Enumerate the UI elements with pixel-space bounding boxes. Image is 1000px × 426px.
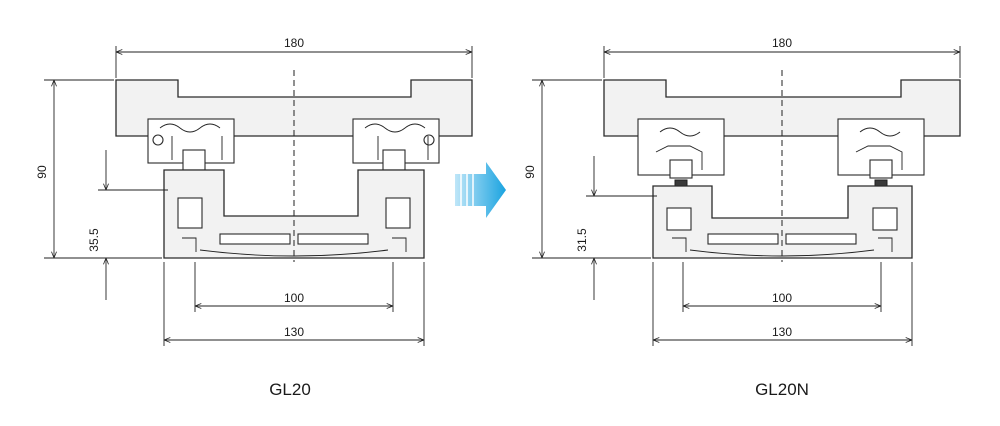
slot-right [385, 197, 411, 229]
dim-rail-height-n: 31.5 [575, 228, 589, 252]
slot-left-n [666, 207, 692, 231]
rib-1 [219, 233, 291, 245]
dim-height-n: 90 [523, 165, 537, 179]
dim-height: 90 [35, 165, 49, 179]
dim-outer-width: 130 [284, 325, 304, 339]
rail-right [382, 149, 406, 171]
rib-2-n [785, 233, 857, 245]
diagram-gl20n: 180 90 31.5 100 130 GL20N [523, 36, 961, 399]
rib-2 [297, 233, 369, 245]
caption-gl20: GL20 [269, 380, 311, 399]
dim-top-width-n: 180 [772, 36, 792, 50]
slot-left [177, 197, 203, 229]
dim-outer-width-n: 130 [772, 325, 792, 339]
right-arrow-icon [455, 162, 506, 218]
rib-1-n [707, 233, 779, 245]
rail-left-n [669, 159, 693, 179]
dim-top-width: 180 [284, 36, 304, 50]
dim-rail-height: 35.5 [87, 228, 101, 252]
caption-gl20n: GL20N [755, 380, 809, 399]
rail-left [182, 149, 206, 171]
rail-right-n [869, 159, 893, 179]
bolt-circle-left [152, 134, 164, 146]
dim-inner-width-n: 100 [772, 291, 792, 305]
dim-inner-width: 100 [284, 291, 304, 305]
diagram-gl20: 180 90 35.5 100 130 GL20 [35, 36, 473, 399]
slot-right-n [872, 207, 898, 231]
bolt-circle-right [423, 134, 435, 146]
